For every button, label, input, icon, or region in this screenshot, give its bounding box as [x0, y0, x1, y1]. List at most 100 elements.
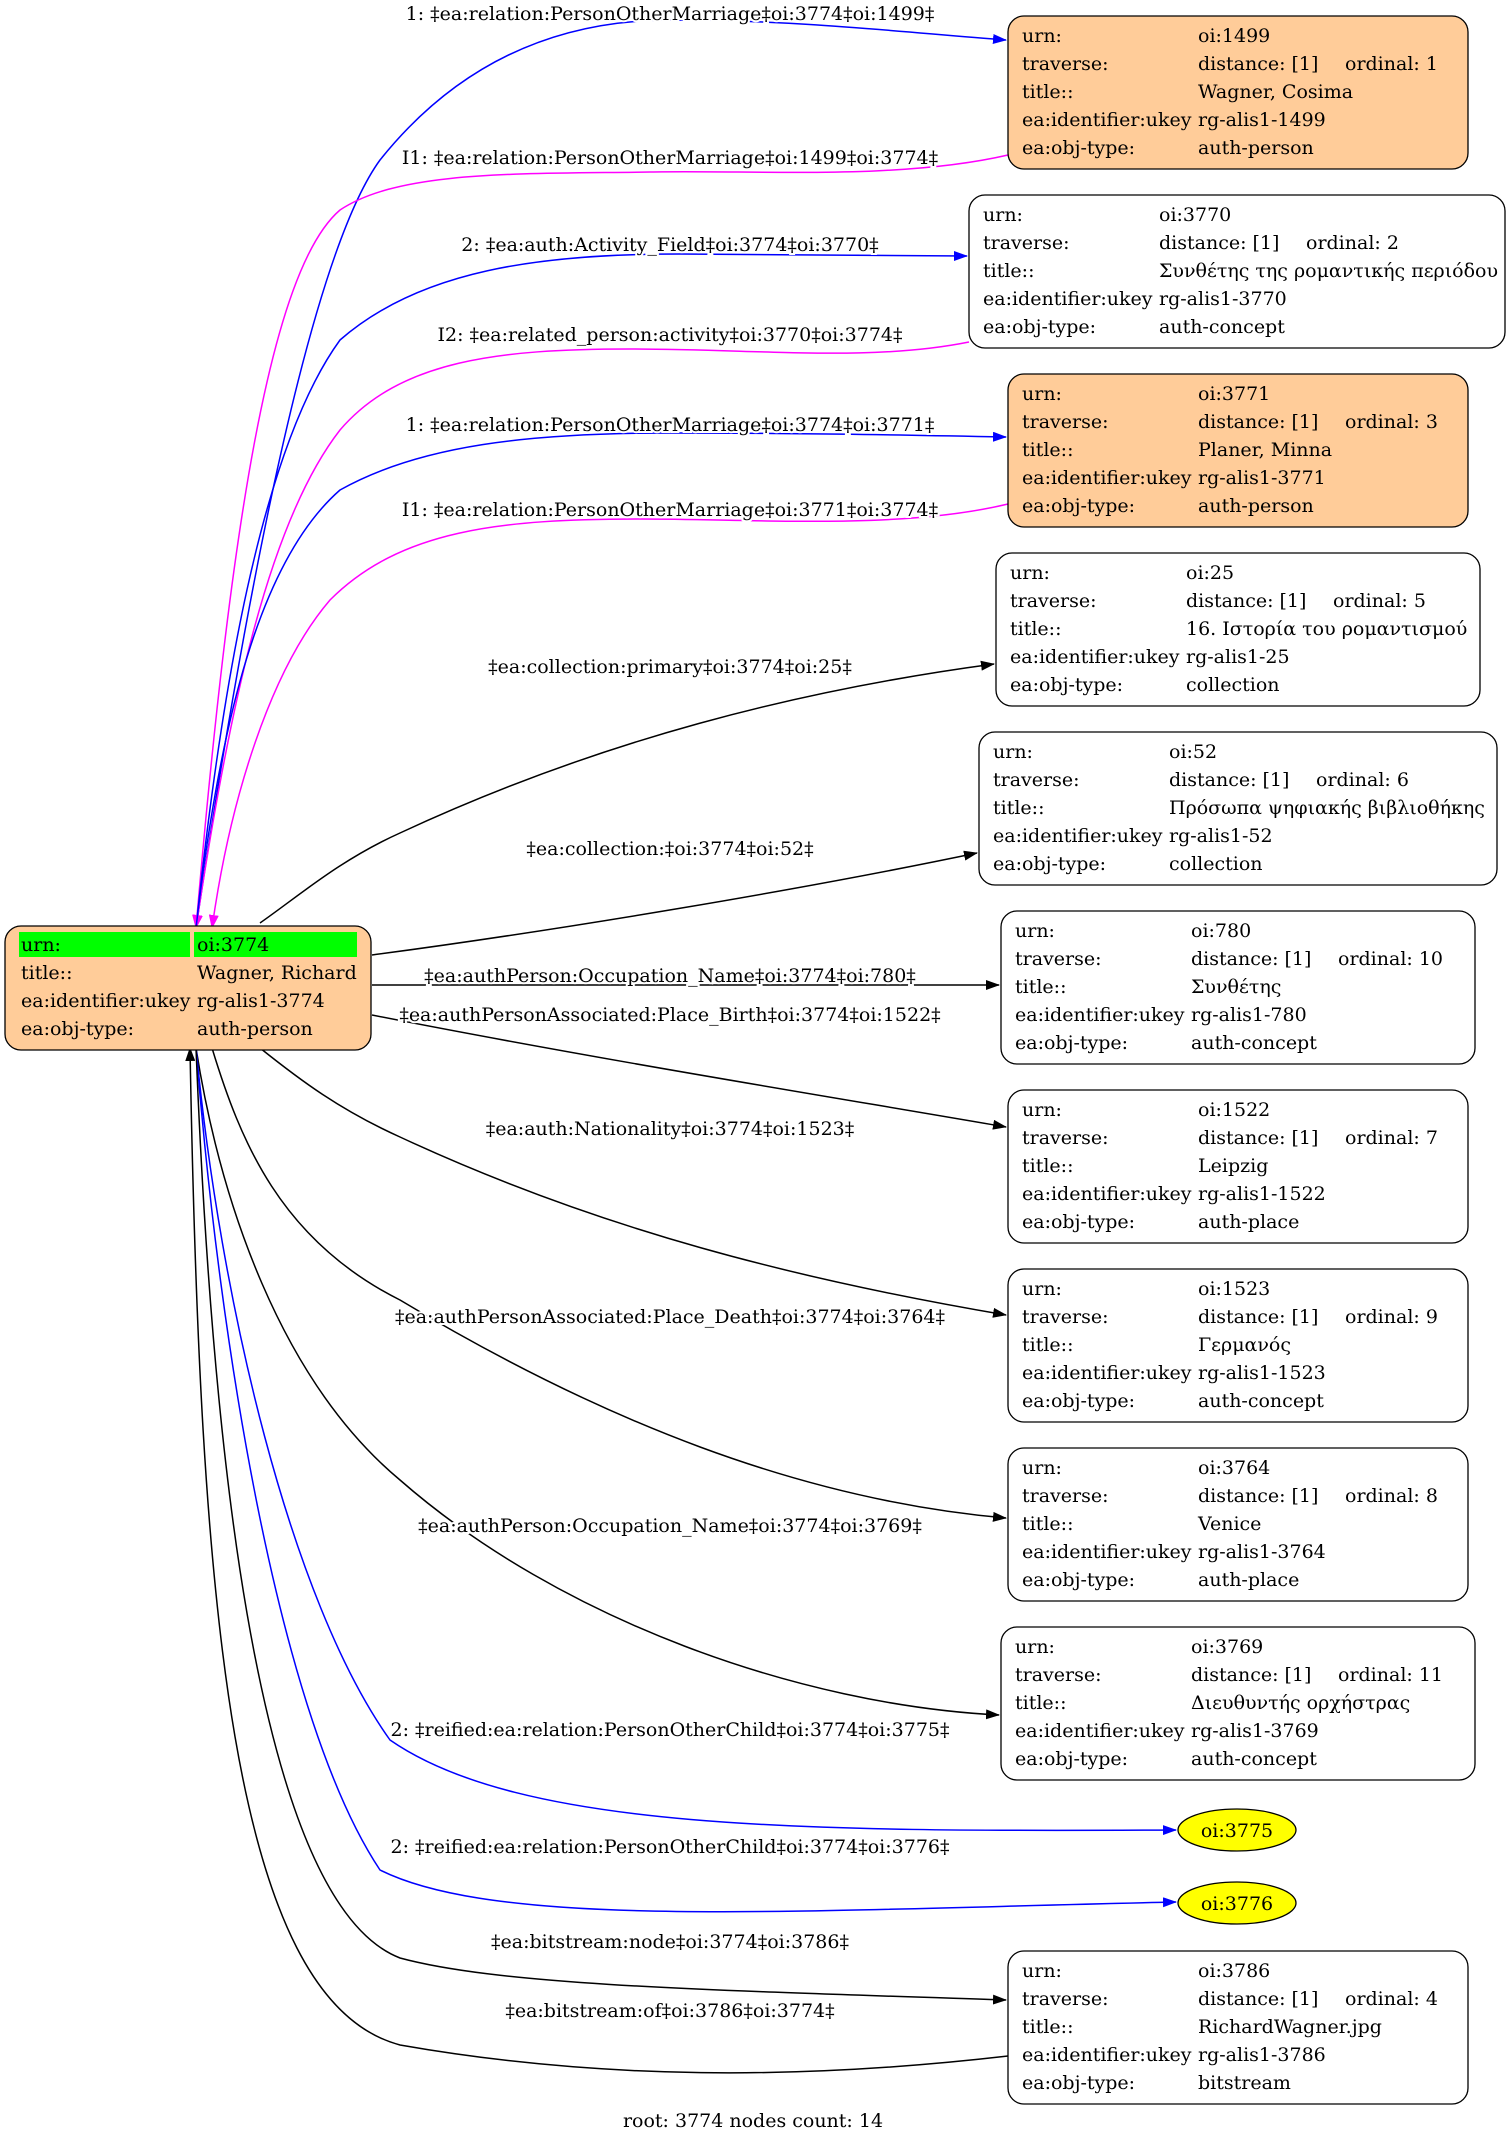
edge-label-ed3: 1: ‡ea:relation:PersonOtherMarriage‡oi:3… — [406, 414, 935, 436]
edge-label-ed7: ‡ea:authPersonAssociated:Place_Birth‡oi:… — [399, 1004, 940, 1026]
edge-label-ed5: ‡ea:collection:‡oi:3774‡oi:52‡ — [526, 838, 813, 860]
node-ordinal-value: ordinal: 6 — [1316, 769, 1409, 791]
node-objtype-label: ea:obj-type: — [1022, 137, 1135, 159]
edge-ed2 — [195, 250, 968, 929]
node-objtype-label: ea:obj-type: — [1022, 1390, 1135, 1412]
node-ukey-value: rg-alis1-1522 — [1198, 1183, 1326, 1205]
node-box — [1007, 1089, 1469, 1244]
edge-ed9 — [211, 1047, 1007, 1522]
node-ordinal-value: ordinal: 3 — [1345, 411, 1438, 433]
node-ukey-label: ea:identifier:ukey — [1015, 1720, 1185, 1742]
node-ukey-value: rg-alis1-3786 — [1198, 2044, 1326, 2066]
root-row-value: oi:3774 — [197, 934, 269, 956]
edges-layer: 1: ‡ea:relation:PersonOtherMarriage‡oi:3… — [185, 1, 1177, 2074]
edge-ed3i — [208, 503, 1009, 929]
ellipse-node-e3776[interactable]: oi:3776 — [1177, 1881, 1297, 1925]
node-distance-value: distance: [1] — [1198, 53, 1318, 75]
node-urn-value: oi:3764 — [1198, 1457, 1270, 1479]
ellipse-node-label: oi:3775 — [1201, 1820, 1273, 1842]
root-row-value: rg-alis1-3774 — [197, 990, 325, 1012]
node-ukey-value: rg-alis1-52 — [1169, 825, 1273, 847]
node-urn-label: urn: — [1010, 562, 1050, 584]
node-urn-value: oi:52 — [1169, 741, 1217, 763]
root-row-value: auth-person — [197, 1018, 313, 1040]
edge-ed4 — [259, 660, 995, 924]
node-title-label: title:: — [1015, 1692, 1066, 1714]
node-objtype-value: collection — [1169, 853, 1263, 875]
node-traverse-label: traverse: — [1010, 590, 1097, 612]
node-title-label: title:: — [1022, 439, 1073, 461]
root-row-key: ea:obj-type: — [21, 1018, 134, 1040]
node-urn-label: urn: — [1022, 1457, 1062, 1479]
node-ordinal-value: ordinal: 11 — [1338, 1664, 1443, 1686]
node-ukey-value: rg-alis1-3770 — [1159, 288, 1287, 310]
node-traverse-label: traverse: — [983, 232, 1070, 254]
node-distance-value: distance: [1] — [1191, 1664, 1311, 1686]
node-title-value: Wagner, Cosima — [1198, 81, 1353, 103]
node-objtype-value: collection — [1186, 674, 1280, 696]
graph-footer: root: 3774 nodes count: 14 — [623, 2110, 883, 2132]
node-traverse-label: traverse: — [1022, 53, 1109, 75]
node-traverse-label: traverse: — [1022, 411, 1109, 433]
node-ordinal-value: ordinal: 2 — [1306, 232, 1399, 254]
node-ukey-value: rg-alis1-1523 — [1198, 1362, 1326, 1384]
edge-label-ed10: ‡ea:authPerson:Occupation_Name‡oi:3774‡o… — [418, 1515, 922, 1537]
node-title-label: title:: — [1022, 81, 1073, 103]
node-urn-value: oi:1499 — [1198, 25, 1270, 47]
node-objtype-value: auth-concept — [1191, 1032, 1317, 1054]
node-urn-value: oi:1522 — [1198, 1099, 1270, 1121]
node-distance-value: distance: [1] — [1159, 232, 1279, 254]
node-title-value: Venice — [1197, 1513, 1261, 1535]
node-title-label: title:: — [1010, 618, 1061, 640]
node-title-label: title:: — [993, 797, 1044, 819]
node-urn-value: oi:780 — [1191, 920, 1251, 942]
ellipse-node-e3775[interactable]: oi:3775 — [1177, 1808, 1297, 1852]
node-ukey-value: rg-alis1-3764 — [1198, 1541, 1326, 1563]
node-ordinal-value: ordinal: 10 — [1338, 948, 1443, 970]
edge-ed12 — [195, 1047, 1177, 1913]
node-distance-value: distance: [1] — [1169, 769, 1289, 791]
edge-label-ed13: ‡ea:bitstream:node‡oi:3774‡oi:3786‡ — [491, 1931, 849, 1953]
node-objtype-label: ea:obj-type: — [1010, 674, 1123, 696]
root-urn-key-highlight — [19, 932, 190, 957]
node-title-label: title:: — [1015, 976, 1066, 998]
node-ukey-label: ea:identifier:ukey — [1022, 467, 1192, 489]
root-row-key: title:: — [21, 962, 72, 984]
node-urn-label: urn: — [1022, 1960, 1062, 1982]
node-traverse-label: traverse: — [1022, 1127, 1109, 1149]
node-urn-label: urn: — [1022, 1278, 1062, 1300]
node-objtype-value: auth-person — [1198, 137, 1314, 159]
edge-label-ed9: ‡ea:authPersonAssociated:Place_Death‡oi:… — [395, 1306, 945, 1328]
edge-ed13i — [185, 1047, 1009, 2074]
node-title-label: title:: — [1022, 2016, 1073, 2038]
node-traverse-label: traverse: — [993, 769, 1080, 791]
node-urn-label: urn: — [1022, 25, 1062, 47]
edge-ed10 — [195, 1047, 1000, 1720]
node-urn-label: urn: — [1015, 920, 1055, 942]
ellipse-node-label: oi:3776 — [1201, 1893, 1273, 1915]
node-objtype-value: auth-person — [1198, 495, 1314, 517]
node-distance-value: distance: [1] — [1198, 1306, 1318, 1328]
edge-ed8 — [259, 1047, 1007, 1318]
node-ukey-value: rg-alis1-25 — [1186, 646, 1290, 668]
node-distance-value: distance: [1] — [1198, 1988, 1318, 2010]
node-traverse-label: traverse: — [1022, 1485, 1109, 1507]
node-title-value: RichardWagner.jpg — [1198, 2016, 1382, 2038]
node-box — [995, 552, 1481, 707]
node-title-label: title:: — [1022, 1155, 1073, 1177]
node-objtype-label: ea:obj-type: — [1015, 1748, 1128, 1770]
node-ukey-label: ea:identifier:ukey — [983, 288, 1153, 310]
